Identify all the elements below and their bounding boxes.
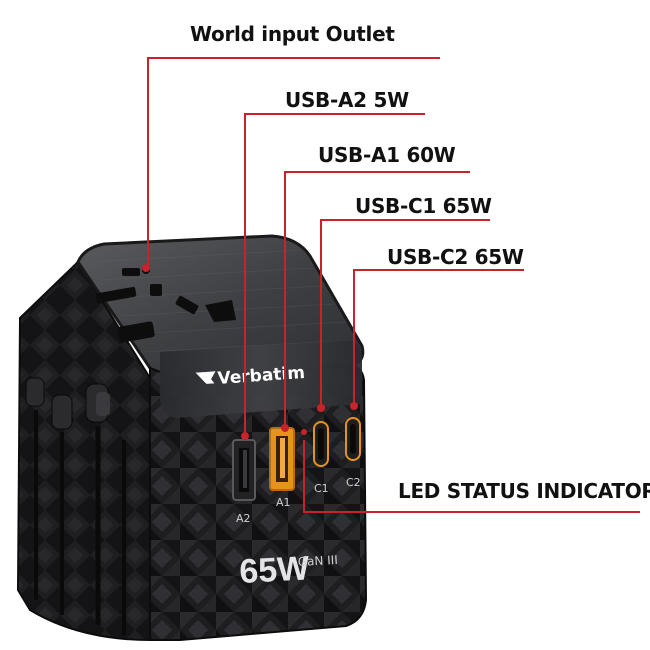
port-label-c2: C2 bbox=[346, 476, 361, 489]
usb-a2-port bbox=[232, 439, 256, 501]
usb-a1-port bbox=[269, 427, 295, 491]
callout-usb-c2: USB-C2 65W bbox=[387, 245, 524, 269]
port-label-a2: A2 bbox=[236, 512, 251, 525]
wattage-text: 65W bbox=[238, 549, 311, 591]
callout-line-led bbox=[303, 440, 640, 513]
brand-band bbox=[160, 340, 362, 418]
port-label-c1: C1 bbox=[314, 482, 329, 495]
plug-slider-tab bbox=[25, 377, 45, 407]
gan-text: GaN III bbox=[297, 553, 338, 569]
world-outlet-socket bbox=[95, 266, 236, 343]
callout-lines bbox=[147, 57, 640, 513]
callout-line-a2 bbox=[244, 113, 425, 440]
callout-usb-c1: USB-C1 65W bbox=[355, 194, 492, 218]
callout-line-world bbox=[147, 57, 440, 268]
callout-line-c1 bbox=[320, 219, 490, 410]
callout-world-input-outlet: World input Outlet bbox=[190, 22, 395, 46]
callout-line-c2 bbox=[353, 269, 524, 408]
callout-usb-a1: USB-A1 60W bbox=[318, 143, 456, 167]
plug-slider-tab bbox=[96, 392, 110, 416]
callout-usb-a2: USB-A2 5W bbox=[285, 88, 409, 112]
port-label-a1: A1 bbox=[276, 496, 291, 509]
callout-line-a1 bbox=[284, 171, 470, 432]
plug-slider-tab bbox=[51, 394, 73, 430]
callout-led-status: LED STATUS INDICATOR bbox=[398, 479, 650, 503]
